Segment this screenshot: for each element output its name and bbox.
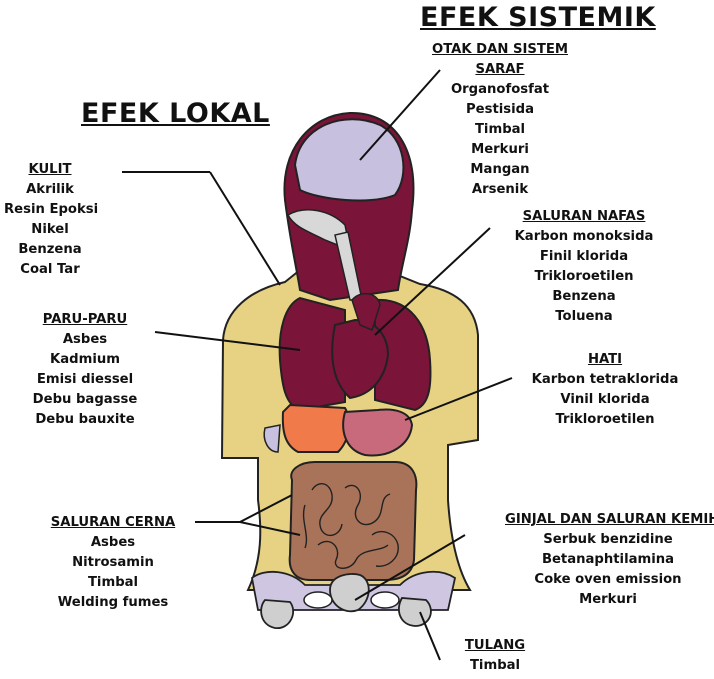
kulit-item: Benzena (4, 240, 96, 260)
tulang-item: Timbal (455, 656, 535, 676)
hip-socket-left (304, 592, 332, 608)
group-ginjal: GINJAL DAN SALURAN KEMIH Serbuk benzidin… (505, 510, 711, 610)
paru-item: Kadmium (25, 350, 145, 370)
otak-item: Mangan (430, 160, 570, 180)
ginjal-heading: GINJAL DAN SALURAN KEMIH (505, 510, 711, 530)
group-tulang: TULANG Timbal (455, 636, 535, 676)
group-otak: OTAK DAN SISTEM SARAF Organofosfat Pesti… (430, 40, 570, 200)
cerna-item: Welding fumes (38, 593, 188, 613)
nafas-item: Finil klorida (514, 247, 654, 267)
cerna-item: Nitrosamin (38, 553, 188, 573)
intestines (290, 462, 417, 580)
ginjal-item: Betanaphtilamina (505, 550, 711, 570)
kulit-item: Akrilik (4, 180, 96, 200)
otak-item: Timbal (430, 120, 570, 140)
paru-item: Debu bagasse (25, 390, 145, 410)
kulit-item: Coal Tar (4, 260, 96, 280)
group-kulit: KULIT Akrilik Resin Epoksi Nikel Benzena… (4, 160, 96, 280)
nafas-heading: SALURAN NAFAS (514, 207, 654, 227)
nafas-item: Trikloroetilen (514, 267, 654, 287)
otak-item: Merkuri (430, 140, 570, 160)
paru-heading: PARU-PARU (25, 310, 145, 330)
hati-item: Karbon tetraklorida (520, 370, 690, 390)
liver (283, 405, 349, 452)
cerna-item: Asbes (38, 533, 188, 553)
nafas-item: Toluena (514, 307, 654, 327)
left-femur-head (261, 600, 293, 628)
hati-item: Trikloroetilen (520, 410, 690, 430)
otak-heading-line1: OTAK DAN SISTEM (430, 40, 570, 60)
nafas-item: Karbon monoksida (514, 227, 654, 247)
group-hati: HATI Karbon tetraklorida Vinil klorida T… (520, 350, 690, 430)
otak-item: Organofosfat (430, 80, 570, 100)
paru-item: Debu bauxite (25, 410, 145, 430)
paru-item: Asbes (25, 330, 145, 350)
cerna-item: Timbal (38, 573, 188, 593)
otak-item: Pestisida (430, 100, 570, 120)
ginjal-item: Coke oven emission (505, 570, 711, 590)
bladder (330, 574, 369, 611)
title-efek-lokal: EFEK LOKAL (81, 98, 270, 129)
hati-heading: HATI (520, 350, 690, 370)
cerna-heading: SALURAN CERNA (38, 513, 188, 533)
ginjal-item: Serbuk benzidine (505, 530, 711, 550)
right-femur-head (399, 598, 431, 626)
hati-item: Vinil klorida (520, 390, 690, 410)
kulit-item: Nikel (4, 220, 96, 240)
group-cerna: SALURAN CERNA Asbes Nitrosamin Timbal We… (38, 513, 188, 613)
title-efek-sistemik: EFEK SISTEMIK (420, 2, 656, 33)
ginjal-item: Merkuri (505, 590, 711, 610)
nafas-item: Benzena (514, 287, 654, 307)
hip-socket-right (371, 592, 399, 608)
group-paru: PARU-PARU Asbes Kadmium Emisi diessel De… (25, 310, 145, 430)
group-nafas: SALURAN NAFAS Karbon monoksida Finil klo… (514, 207, 654, 327)
paru-item: Emisi diessel (25, 370, 145, 390)
otak-heading-line2: SARAF (430, 60, 570, 80)
kulit-heading: KULIT (4, 160, 96, 180)
kulit-item: Resin Epoksi (4, 200, 96, 220)
tulang-heading: TULANG (455, 636, 535, 656)
otak-item: Arsenik (430, 180, 570, 200)
